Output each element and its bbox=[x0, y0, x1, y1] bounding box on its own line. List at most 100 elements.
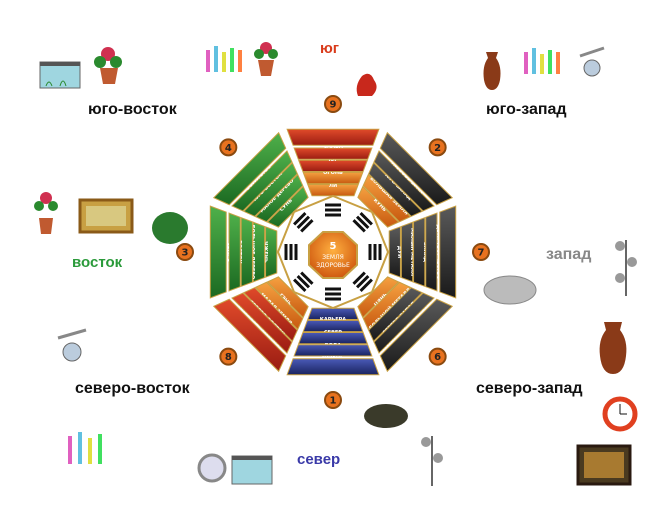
sector-south-band-0 bbox=[307, 184, 359, 197]
sector-southwest-band-3 bbox=[373, 150, 435, 212]
trigram-north-line-0 bbox=[325, 297, 341, 301]
trigram-east-line-1 bbox=[289, 244, 293, 260]
metal-flower-icon bbox=[615, 240, 637, 296]
sector-west-band-2 bbox=[413, 216, 426, 288]
trigram-northeast-line-2 bbox=[300, 271, 314, 285]
sector-west-label-1: ЗАПАД bbox=[422, 242, 428, 262]
center-octagon bbox=[308, 231, 358, 279]
trigram-northwest-line-2 bbox=[352, 271, 366, 285]
sector-southeast-band-0 bbox=[266, 185, 309, 228]
sector-northwest-band-4 bbox=[379, 298, 454, 373]
sector-west-band-0 bbox=[388, 226, 401, 278]
painting-icon-2 bbox=[576, 444, 632, 486]
sector-west-band-4 bbox=[439, 205, 457, 299]
center-line2: ЗДОРОВЬЕ bbox=[316, 262, 350, 269]
trigram-southwest-line-1 bbox=[355, 215, 370, 230]
center-number: 5 bbox=[330, 241, 337, 252]
sector-southwest-band-1 bbox=[362, 173, 412, 223]
trigram-southwest-line-0 bbox=[359, 212, 373, 226]
trigram-west-line-2 bbox=[368, 244, 372, 260]
sector-south-band-3 bbox=[293, 147, 373, 160]
sector-north-band-4 bbox=[286, 358, 380, 376]
trigram-northeast-line-1 bbox=[296, 274, 311, 289]
sector-southeast-band-3 bbox=[231, 150, 293, 212]
flower-pot-icon bbox=[94, 47, 122, 84]
sector-west-band-3 bbox=[425, 212, 438, 292]
sector-east-band-0 bbox=[265, 226, 278, 278]
center-line1: ЗЕМЛЯ bbox=[322, 254, 344, 261]
sector-northwest-band-1 bbox=[362, 281, 412, 331]
sector-northwest-band-0 bbox=[357, 276, 400, 319]
direction-northeast: северо-восток bbox=[75, 380, 190, 397]
sector-north-number: 1 bbox=[330, 396, 337, 407]
sector-east-number-badge bbox=[176, 243, 194, 261]
sector-north-band-3 bbox=[293, 344, 373, 357]
sector-east-number: 3 bbox=[182, 248, 189, 259]
sector-northwest-band-3 bbox=[373, 292, 435, 354]
trigram-southwest-line-2 bbox=[352, 219, 366, 233]
sector-west-label-3: ДУЙ bbox=[396, 246, 404, 259]
trigram-southeast-line-1 bbox=[296, 215, 311, 230]
flower-pot-icon-2 bbox=[254, 42, 278, 76]
sector-east-band-3 bbox=[228, 212, 241, 292]
direction-north: север bbox=[297, 451, 341, 468]
sector-south-label-1: ЮГ bbox=[328, 157, 338, 163]
wind-chime-icon-2 bbox=[57, 328, 87, 362]
sector-south-label-3: ЛИ bbox=[329, 183, 337, 189]
aquarium-icon bbox=[39, 61, 81, 89]
sector-northwest-number-badge bbox=[428, 347, 447, 366]
trigram-southeast-line-2 bbox=[300, 219, 314, 233]
trigram-west-line-0 bbox=[378, 244, 382, 260]
trigram-southeast-line-0 bbox=[293, 212, 307, 226]
candles-icon-3 bbox=[68, 432, 102, 464]
sector-northeast-band-4 bbox=[212, 298, 287, 373]
figurine-icon bbox=[356, 73, 377, 96]
sector-east-band-2 bbox=[240, 216, 253, 288]
wind-chime-icon bbox=[579, 46, 605, 77]
stone-tortoise-icon bbox=[483, 275, 537, 305]
sector-northeast-band-2 bbox=[242, 287, 298, 343]
sector-southwest-band-2 bbox=[368, 161, 424, 217]
candles-icon-2 bbox=[524, 48, 560, 74]
vase-icon bbox=[483, 52, 501, 90]
sector-west-band-1 bbox=[400, 221, 414, 283]
sector-south-band-1 bbox=[302, 171, 364, 185]
trigram-east-line-0 bbox=[284, 244, 288, 260]
trigram-north-line-2 bbox=[325, 287, 341, 291]
frog-figurine-icon bbox=[152, 212, 188, 244]
sector-south-number: 9 bbox=[330, 100, 337, 111]
sector-northwest-band-2 bbox=[368, 287, 424, 343]
trigram-south-line-1 bbox=[325, 208, 341, 212]
sector-north-band-0 bbox=[307, 307, 359, 320]
trigram-northwest-line-0 bbox=[359, 278, 373, 292]
trigram-east-line-2 bbox=[294, 244, 298, 260]
sector-north-number-badge bbox=[324, 391, 342, 409]
sector-east-band-4 bbox=[209, 205, 227, 299]
sector-west-number-badge bbox=[472, 243, 490, 261]
sector-southwest-band-4 bbox=[379, 131, 454, 206]
painting-icon bbox=[78, 198, 134, 234]
direction-northwest: северо-запад bbox=[476, 380, 583, 397]
trigram-west-line-1 bbox=[373, 244, 377, 260]
sector-west-number: 7 bbox=[478, 248, 485, 259]
flower-pot-icon-3 bbox=[34, 192, 58, 234]
aquarium-icon-2 bbox=[231, 455, 273, 485]
sector-south-band-4 bbox=[286, 128, 380, 146]
tortoise-icon bbox=[364, 404, 408, 428]
sector-southeast-band-4 bbox=[212, 131, 287, 206]
sector-southwest-band-0 bbox=[357, 185, 400, 228]
vase-icon-2 bbox=[599, 322, 627, 374]
sector-southwest-number-badge bbox=[428, 138, 447, 157]
sector-southeast-band-1 bbox=[254, 173, 304, 223]
sector-east-band-1 bbox=[252, 221, 266, 283]
sector-northeast-number: 8 bbox=[225, 352, 232, 363]
sector-west-label-2: МАЛЫЙ МЕТАЛЛ bbox=[409, 228, 417, 276]
sector-southeast-band-2 bbox=[242, 161, 298, 217]
direction-southeast: юго-восток bbox=[88, 101, 177, 118]
sector-northeast-number-badge bbox=[219, 347, 238, 366]
direction-southwest: юго-запад bbox=[486, 101, 567, 118]
sector-northwest-number: 6 bbox=[434, 352, 441, 363]
